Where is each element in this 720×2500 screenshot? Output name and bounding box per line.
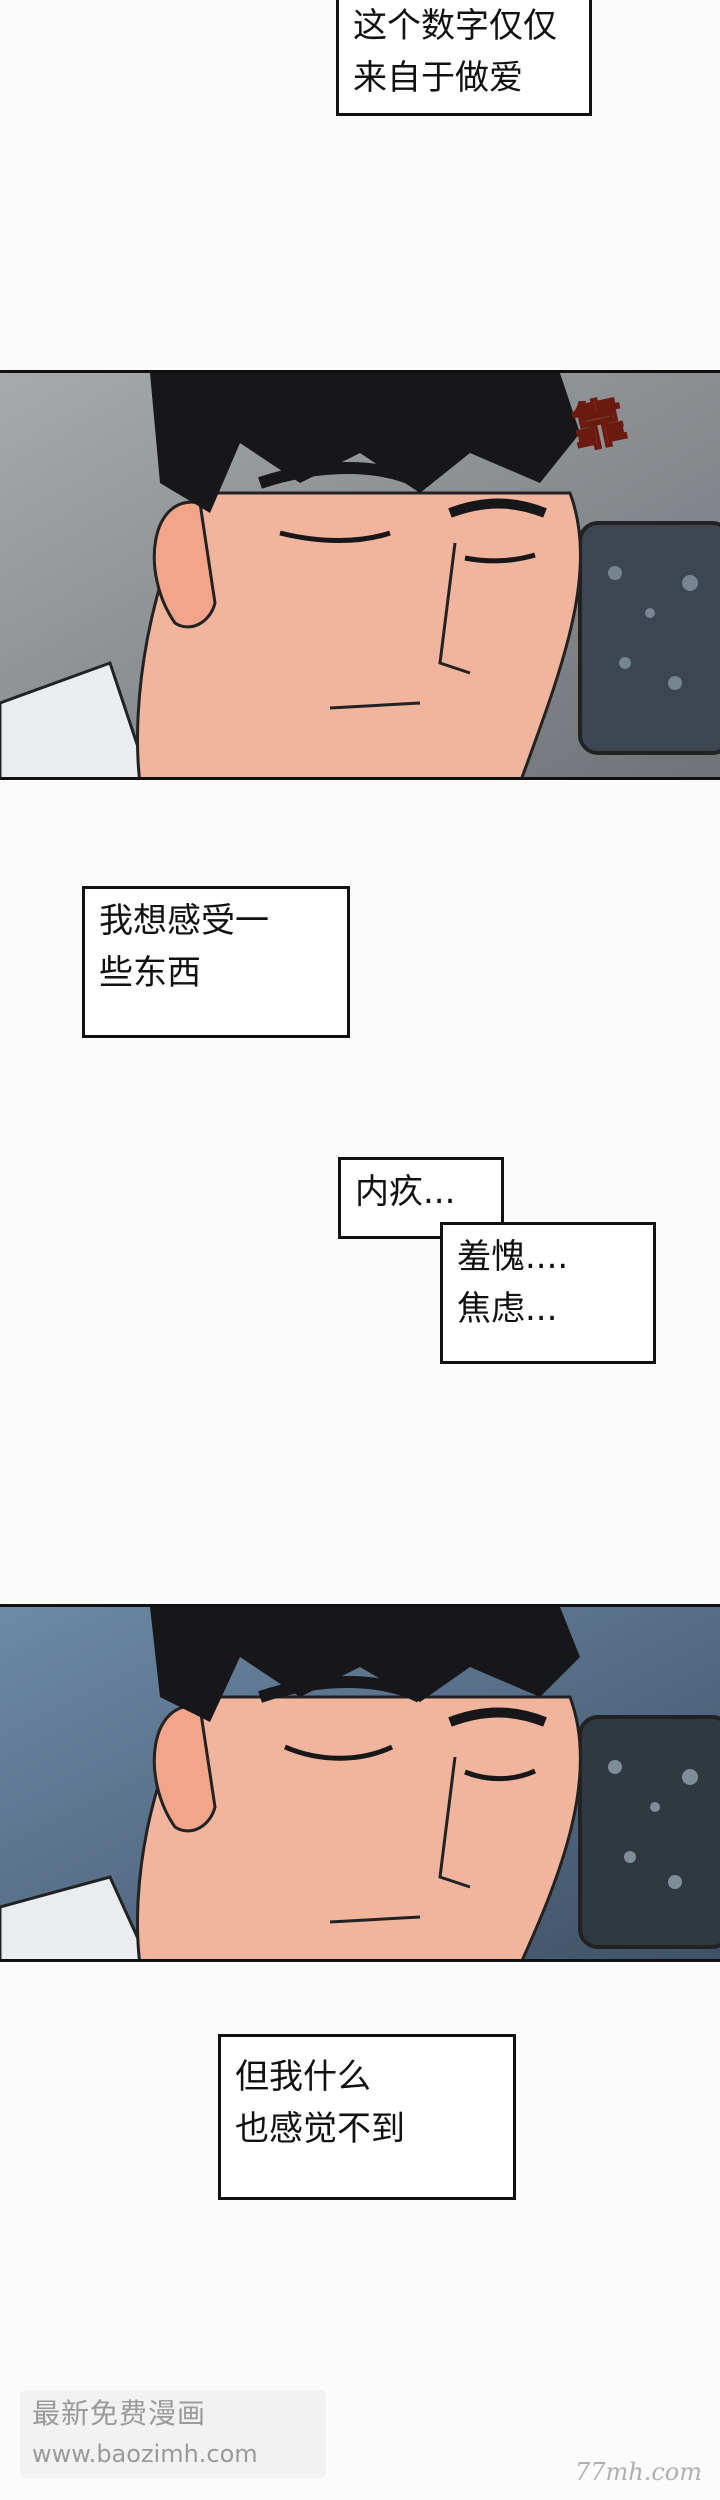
caption-nothing: 但我什么 也感觉不到 xyxy=(218,2034,516,2200)
corner-watermark: 77mh.com xyxy=(574,2458,702,2486)
caption-guilt-text: 内疚... xyxy=(355,1172,456,1212)
caption-top: 这个数字仅仅 来自于做爱 xyxy=(336,0,592,116)
watermark-line-2: www.baozimh.com xyxy=(32,2440,258,2468)
watermark-badge: 最新免费漫画 www.baozimh.com xyxy=(20,2390,326,2478)
watermark-line-1: 最新免费漫画 xyxy=(32,2397,207,2430)
panel-1-art xyxy=(0,373,720,777)
comic-panel-1: 靠 xyxy=(0,370,720,780)
caption-shame-line: 羞愧.... xyxy=(457,1237,569,1277)
caption-anxiety-line: 焦虑... xyxy=(457,1289,558,1329)
caption-nothing-line-1: 但我什么 xyxy=(235,2057,371,2097)
comic-panel-2 xyxy=(0,1604,720,1962)
panel-2-art xyxy=(0,1607,720,1959)
caption-feel-line-2: 些东西 xyxy=(99,953,201,993)
caption-feel: 我想感受一 些东西 xyxy=(82,886,350,1038)
caption-top-line-2: 来自于做爱 xyxy=(353,58,523,98)
caption-shame-anxiety: 羞愧.... 焦虑... xyxy=(440,1222,656,1364)
caption-top-line-1: 这个数字仅仅 xyxy=(353,6,557,46)
caption-nothing-line-2: 也感觉不到 xyxy=(235,2109,405,2149)
caption-feel-line-1: 我想感受一 xyxy=(99,901,269,941)
